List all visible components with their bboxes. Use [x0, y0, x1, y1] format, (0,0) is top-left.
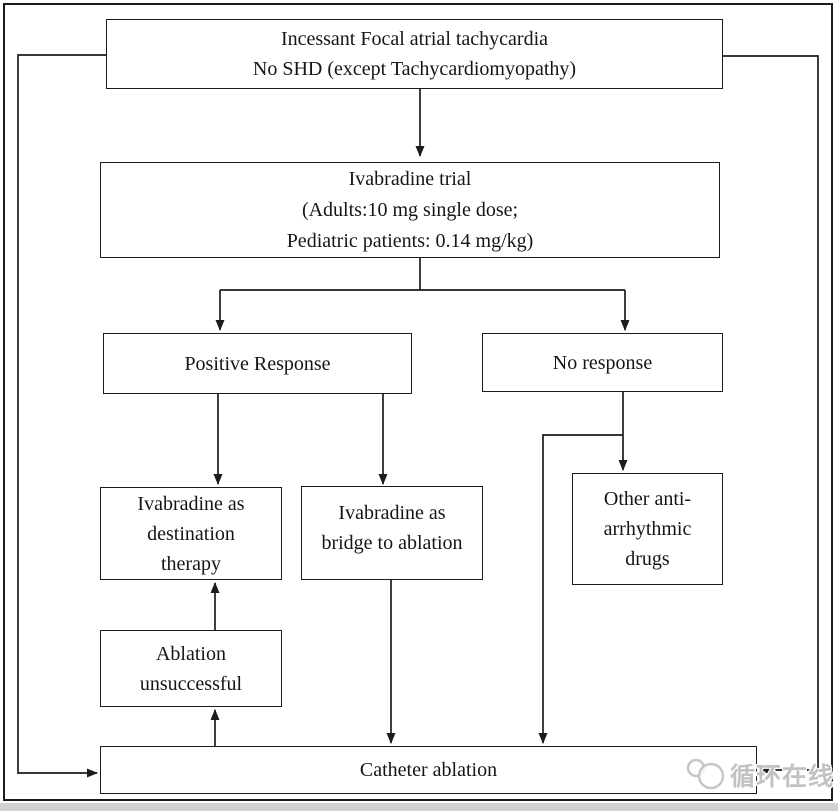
figure-border-frame	[3, 3, 833, 801]
edge-right-rail	[723, 55, 819, 775]
node-positive-response: Positive Response	[103, 333, 412, 394]
node-other-antiarrhythmic-drugs: Other anti- arrhythmic drugs	[572, 473, 723, 585]
node-ivabradine-bridge-to-ablation: Ivabradine as bridge to ablation	[301, 486, 483, 580]
node-no-response: No response	[482, 333, 723, 392]
bottom-gray-bar	[0, 803, 838, 811]
edge-left-rail	[17, 54, 106, 778]
watermark: 循环在线	[684, 750, 834, 800]
node-catheter-ablation: Catheter ablation	[100, 746, 757, 794]
node-ivabradine-trial: Ivabradine trial (Adults:10 mg single do…	[100, 162, 720, 258]
node-ivabradine-destination-therapy: Ivabradine as destination therapy	[100, 487, 282, 580]
edge-noresponse-catheter	[538, 434, 623, 744]
node-ablation-unsuccessful: Ablation unsuccessful	[100, 630, 282, 707]
watermark-text: 循环在线	[729, 762, 834, 791]
circulation-online-logo-icon	[686, 758, 725, 790]
node-incessant-focal-at: Incessant Focal atrial tachycardia No SH…	[106, 19, 723, 89]
